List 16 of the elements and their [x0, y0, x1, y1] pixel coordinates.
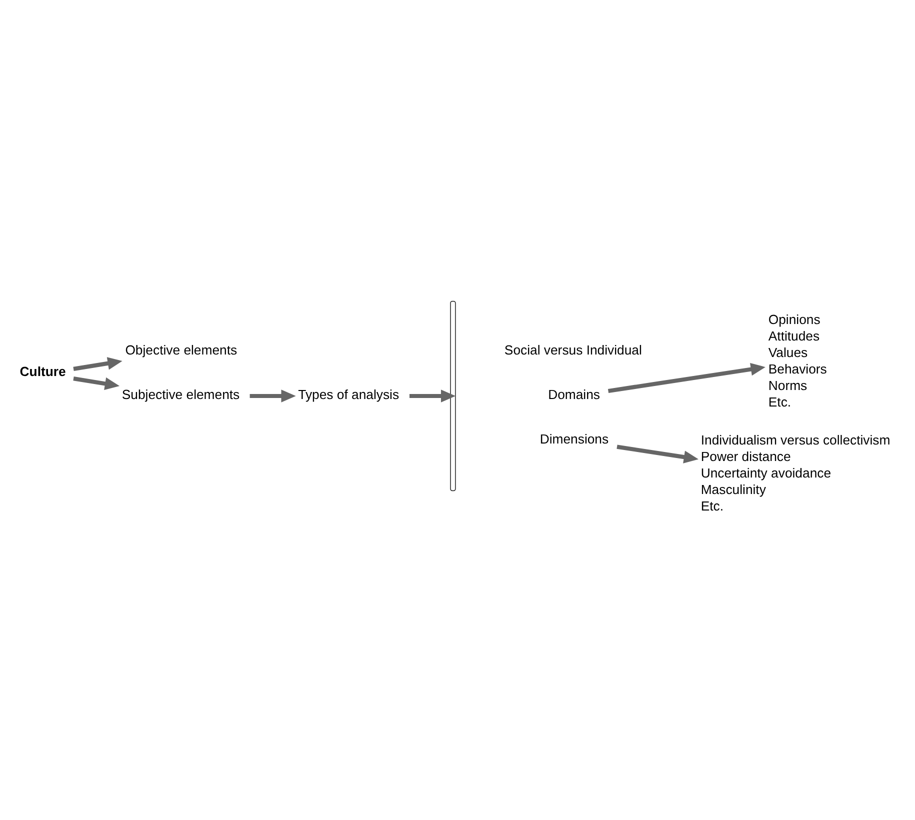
arrow	[73, 376, 120, 390]
node-text: Individualism versus collectivism Power distance Uncertainty avoidance Masculinity Etc.	[700, 432, 890, 514]
node-brace	[450, 300, 456, 492]
node-text: Domains	[548, 387, 600, 402]
node-text: Culture	[20, 364, 66, 380]
arrow	[616, 444, 698, 464]
node-text: Social versus Individual	[504, 342, 642, 358]
arrow	[73, 357, 122, 371]
node-text: Subjective elements	[122, 387, 240, 402]
node-text: Opinions Attitudes Values Behaviors Norms Etc.	[768, 312, 827, 410]
arrow	[608, 362, 766, 394]
node-text: Objective elements	[125, 342, 238, 358]
arrow	[409, 390, 456, 402]
arrow	[250, 390, 296, 402]
node-text: Types of analysis	[298, 387, 400, 402]
node-text: Dimensions	[540, 432, 609, 447]
